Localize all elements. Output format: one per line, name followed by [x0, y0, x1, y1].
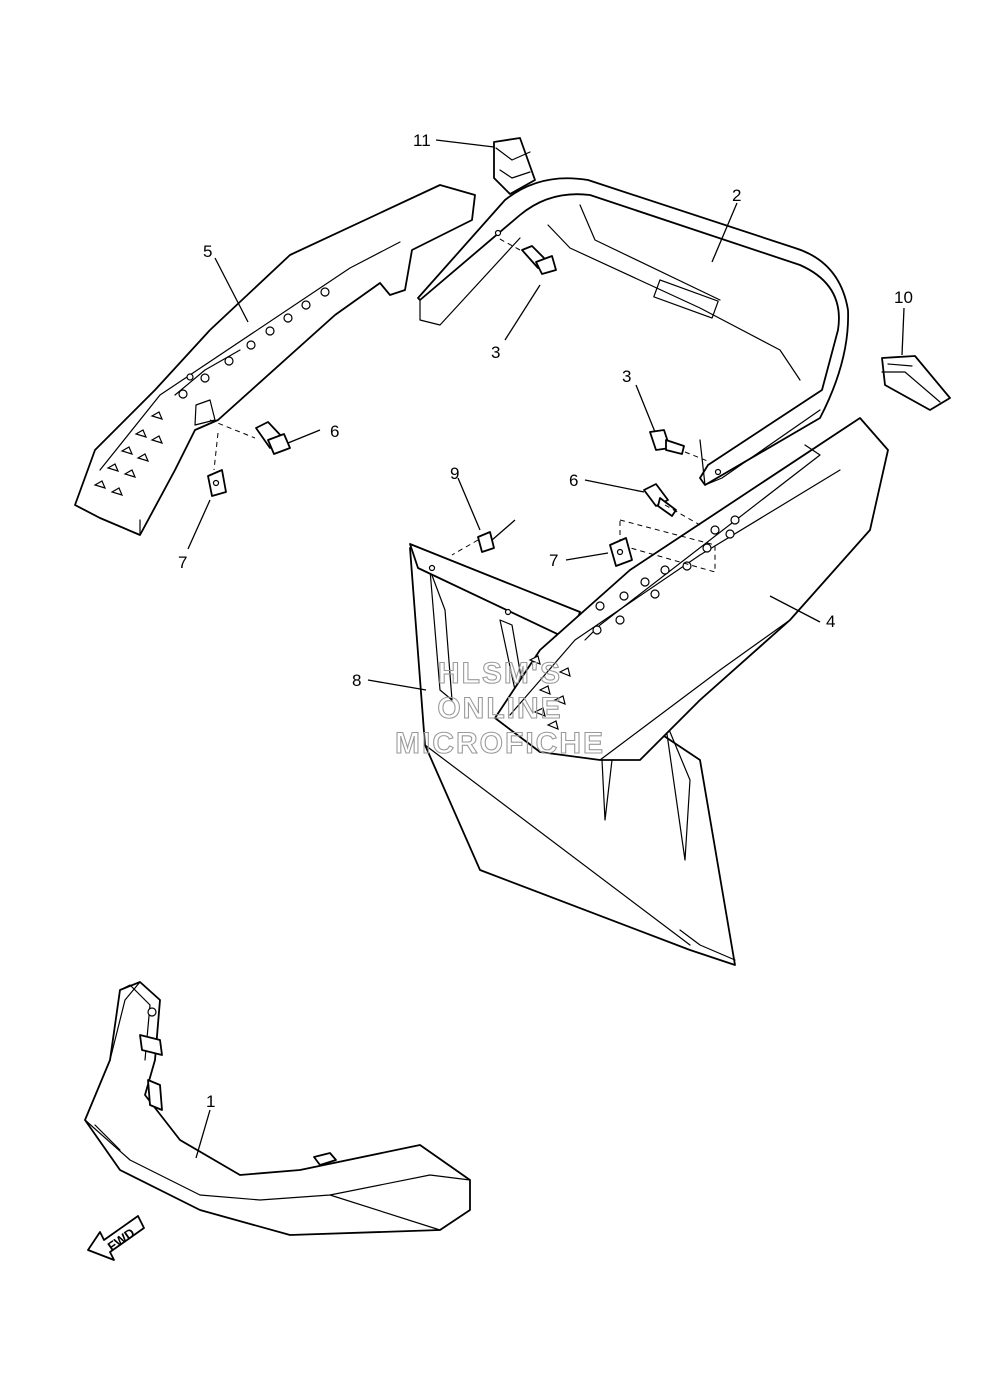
callout-labels: 11 2 3 3 10 5 6 6 9 7 7 4 8 1 [178, 131, 913, 1111]
watermark-line-2: ONLINE [437, 692, 562, 725]
watermark-line-1: HLSM'S [438, 657, 562, 690]
part-9-rivet [477, 519, 516, 553]
part-5-left-side-guard [74, 184, 476, 536]
watermark: HLSM'S ONLINE MICROFICHE [394, 656, 605, 760]
part-3-bolt-upper [521, 245, 557, 275]
callout-1: 1 [206, 1092, 215, 1111]
callout-3-upper: 3 [491, 343, 500, 362]
callout-8: 8 [352, 671, 361, 690]
watermark-line-3: MICROFICHE [395, 727, 605, 760]
callout-11: 11 [413, 131, 431, 150]
part-11-end-cap [493, 137, 536, 195]
callout-3-lower: 3 [622, 367, 631, 386]
callout-4: 4 [826, 612, 835, 631]
callout-6-right: 6 [569, 471, 578, 490]
part-7-clip-right [609, 537, 633, 567]
part-6-bolt-right [643, 483, 677, 517]
callout-10: 10 [894, 288, 913, 307]
callout-6-left: 6 [330, 422, 339, 441]
part-2-grab-bar [417, 177, 849, 486]
callout-7-right: 7 [549, 551, 558, 570]
part-10-end-cap [881, 355, 951, 411]
callout-5: 5 [203, 242, 212, 261]
part-7-clip-left [207, 469, 227, 497]
callout-9: 9 [450, 464, 459, 483]
part-3-bolt-lower [649, 429, 685, 455]
callout-7-left: 7 [178, 553, 187, 572]
callout-2: 2 [732, 186, 741, 205]
part-4-right-side-guard [494, 417, 889, 761]
fwd-direction-arrow: FWD [87, 1215, 145, 1261]
part-6-bolt-left [255, 421, 291, 455]
leader-lines [187, 139, 905, 1159]
part-1-front-bumper [84, 981, 471, 1236]
